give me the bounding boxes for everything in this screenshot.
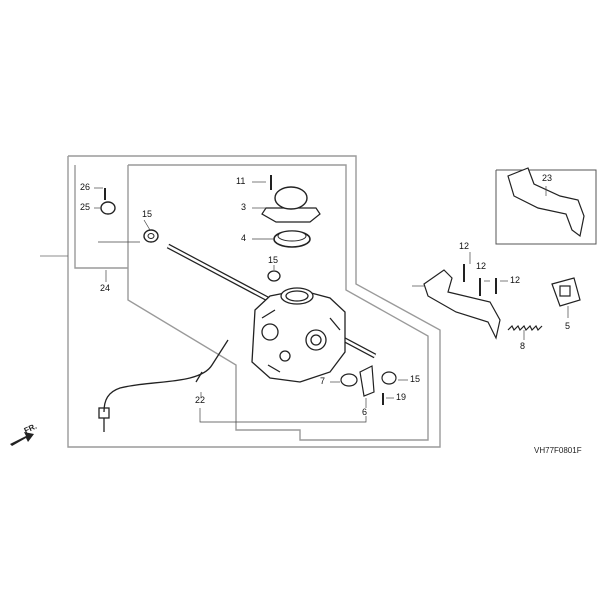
cover-3: [261, 175, 321, 223]
callout-19: 19: [396, 392, 407, 402]
spring-8: [507, 324, 543, 332]
transmission-housing: [251, 287, 346, 383]
lever-6: [340, 365, 397, 405]
inset-box: [495, 169, 597, 245]
callout-15-top: 15: [268, 255, 279, 265]
bearing-left: [143, 229, 159, 243]
callout-11: 11: [236, 176, 246, 186]
drawing-code: VH77F0801F: [534, 446, 582, 455]
callout-7: 7: [320, 376, 326, 386]
callout-26: 26: [80, 182, 91, 192]
front-direction-arrow: [10, 432, 34, 446]
bearing-top: [267, 270, 281, 282]
callout-23: 23: [542, 173, 553, 183]
seal-4: [273, 230, 311, 248]
callout-8: 8: [520, 341, 526, 351]
callout-12-b: 12: [476, 261, 487, 271]
callout-12-a: 12: [459, 241, 470, 251]
callout-15-right: 15: [410, 374, 421, 384]
inset-bracket-23: [507, 167, 585, 238]
part-25-26: [100, 188, 116, 215]
bracket-12: [423, 264, 501, 340]
callout-22: 22: [195, 395, 206, 405]
inner-outline: [74, 164, 429, 441]
callout-24: 24: [100, 283, 111, 293]
part-5: [551, 277, 581, 307]
callout-5: 5: [565, 321, 571, 331]
callout-4: 4: [241, 233, 247, 243]
callout-15-left: 15: [142, 209, 153, 219]
assembly-outline: [67, 155, 441, 448]
callout-25: 25: [80, 202, 91, 212]
leader-lines: [94, 181, 569, 423]
callout-3: 3: [241, 202, 247, 212]
callout-12-c: 12: [510, 275, 521, 285]
callout-6: 6: [362, 407, 368, 417]
control-cable: [98, 339, 229, 432]
